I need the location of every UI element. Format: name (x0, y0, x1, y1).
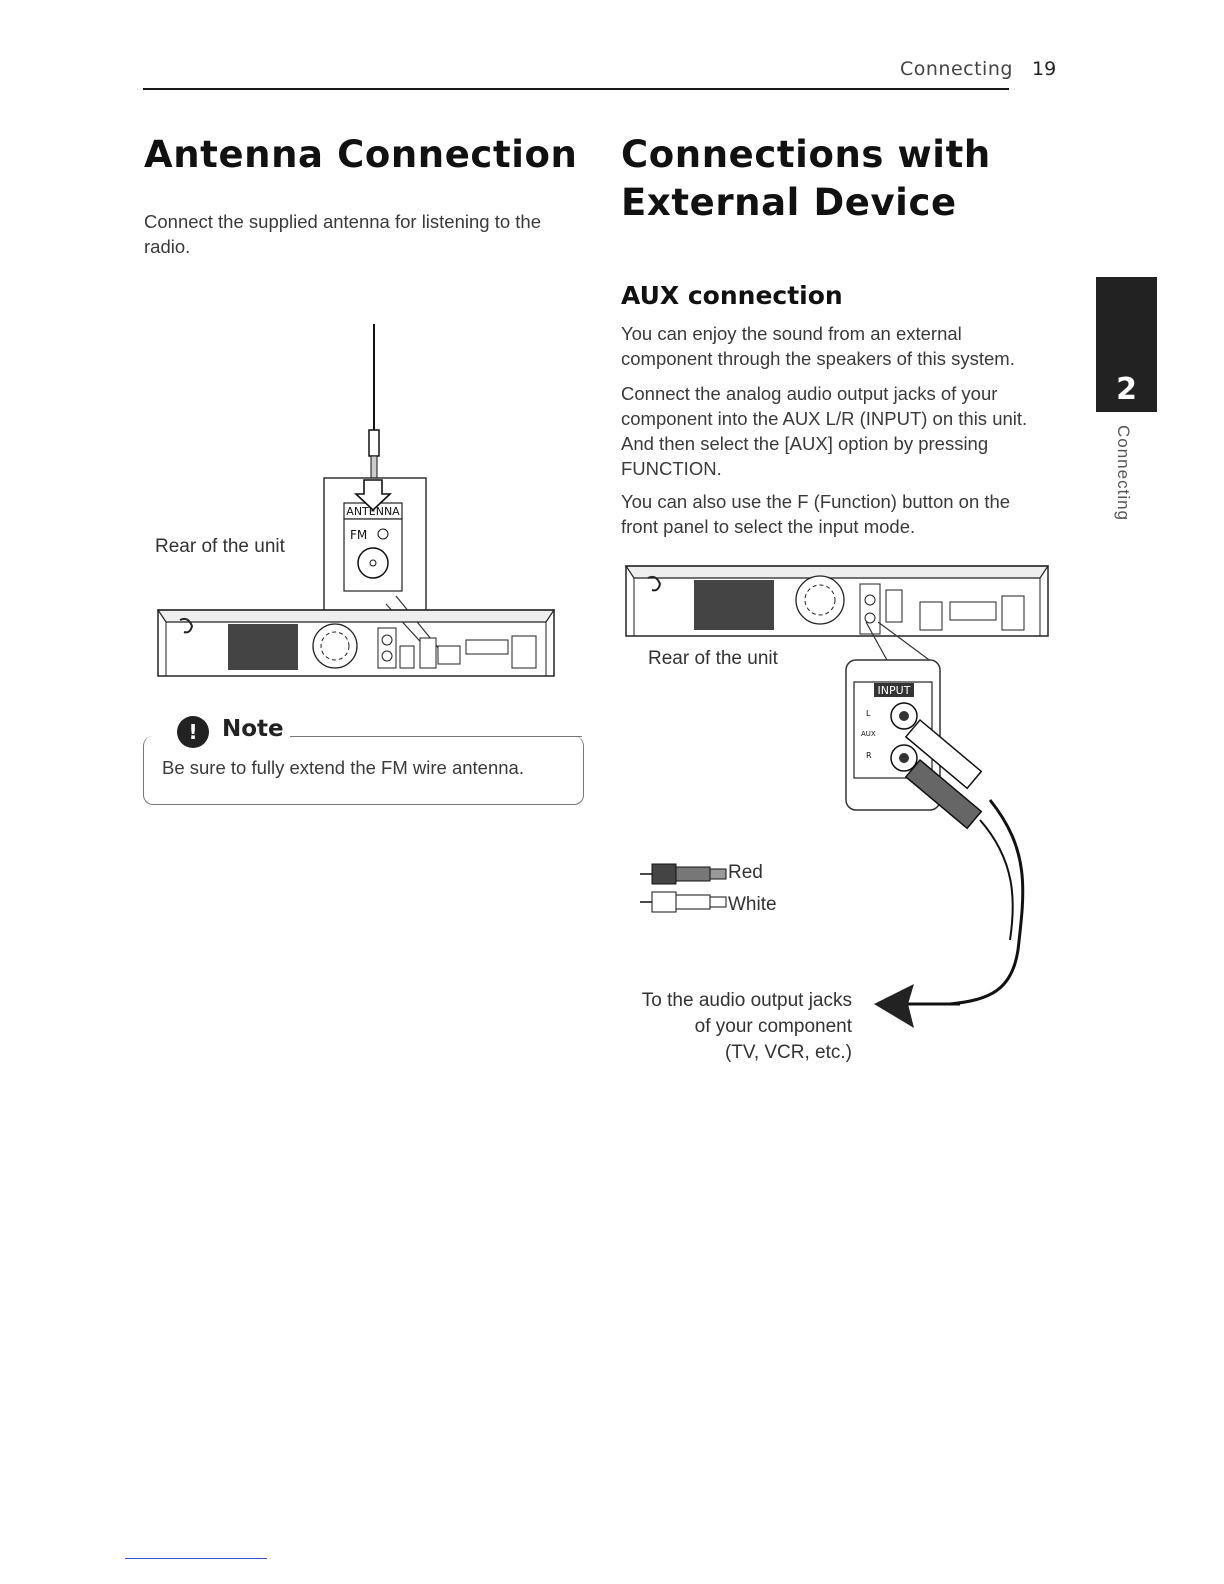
antenna-connection-title: Antenna Connection (144, 133, 578, 176)
r-label: R (866, 751, 872, 760)
white-label: White (728, 894, 777, 915)
note-rule (290, 736, 582, 737)
dest-line-3: (TV, VCR, etc.) (724, 1042, 852, 1063)
antenna-port-label: ANTENNA (346, 505, 400, 518)
white-plug-icon (640, 891, 727, 913)
note-title: Note (222, 716, 284, 742)
connections-title-line1: Connections with (621, 133, 991, 176)
fm-label: FM (350, 528, 367, 542)
antenna-figure-caption: Rear of the unit (155, 536, 285, 557)
aux-label: AUX (861, 730, 876, 738)
aux-para-2: Connect the analog audio output jacks of… (621, 383, 1028, 479)
note-box (143, 736, 584, 805)
chapter-tab (1096, 277, 1157, 412)
running-header-section: Connecting (900, 58, 1013, 80)
red-plug-icon (640, 863, 727, 885)
exclamation-icon: ! (177, 716, 209, 748)
dest-line-1: To the audio output jacks (641, 990, 852, 1011)
page-number: 19 (1032, 58, 1057, 80)
bottom-edge-line (125, 1558, 267, 1559)
antenna-intro-text: Connect the supplied antenna for listeni… (144, 211, 542, 257)
aux-para-3: You can also use the F (Function) button… (621, 491, 1011, 537)
l-label: L (866, 709, 871, 718)
chapter-label: Connecting (1114, 425, 1133, 522)
red-label: Red (728, 862, 763, 883)
aux-diagram: INPUT L AUX R (624, 565, 1050, 1028)
connections-title-line2: External Device (621, 181, 957, 224)
note-text: Be sure to fully extend the FM wire ante… (162, 757, 524, 778)
input-label: INPUT (878, 684, 911, 697)
antenna-diagram: ANTENNA FM (156, 324, 556, 677)
aux-figure-caption: Rear of the unit (648, 648, 778, 669)
aux-para-1: You can enjoy the sound from an external… (621, 323, 1015, 369)
header-rule (143, 88, 1009, 90)
dest-line-2: of your component (694, 1016, 852, 1037)
chapter-number: 2 (1116, 372, 1137, 407)
aux-connection-subtitle: AUX connection (621, 281, 843, 310)
